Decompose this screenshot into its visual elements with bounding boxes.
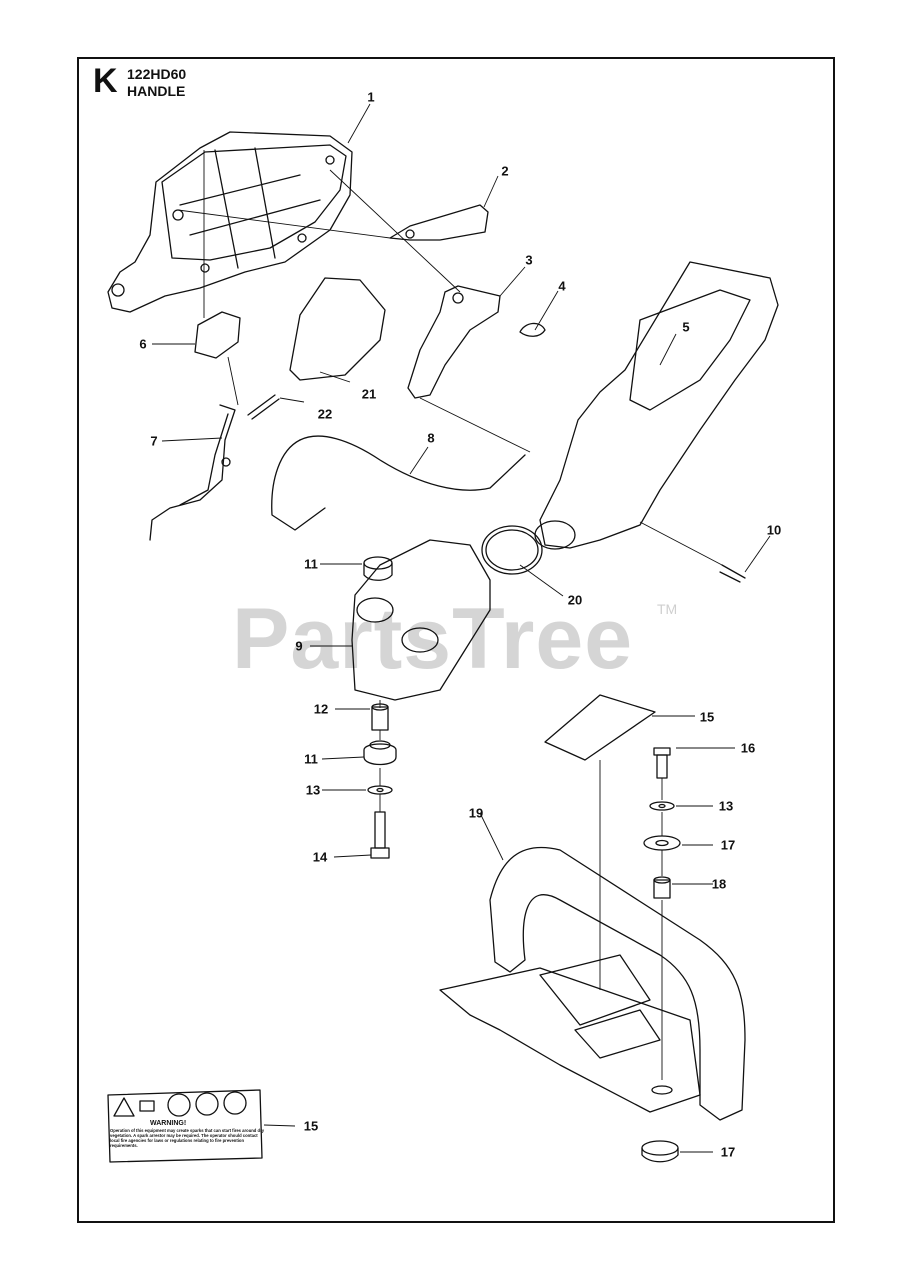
part-4-spring <box>519 322 546 337</box>
part-3-trigger <box>407 285 501 399</box>
callout-7[interactable]: 7 <box>150 433 158 449</box>
part-5-rear-handle <box>534 261 779 550</box>
callout-20[interactable]: 20 <box>567 592 583 608</box>
part-6-switch <box>194 311 241 359</box>
callout-5[interactable]: 5 <box>682 319 690 335</box>
callout-19[interactable]: 19 <box>468 805 484 821</box>
assembly-title: HANDLE <box>127 83 186 99</box>
callout-22[interactable]: 22 <box>317 406 333 422</box>
part-13-washer-right <box>649 801 675 811</box>
part-17-bushing-lower <box>641 1140 679 1163</box>
callout-3[interactable]: 3 <box>525 252 533 268</box>
callout-13-right[interactable]: 13 <box>718 798 734 814</box>
callout-12[interactable]: 12 <box>313 701 329 717</box>
part-10-screw <box>719 564 746 583</box>
part-14-bolt <box>370 811 390 859</box>
callout-17-upper[interactable]: 17 <box>720 837 736 853</box>
part-1-handle-housing <box>107 131 353 313</box>
callout-8[interactable]: 8 <box>427 430 435 446</box>
part-7-wire-harness <box>149 404 236 541</box>
callout-17-lower[interactable]: 17 <box>720 1144 736 1160</box>
watermark-trademark: TM <box>657 601 678 617</box>
callout-16[interactable]: 16 <box>740 740 756 756</box>
callout-11-upper[interactable]: 11 <box>304 556 318 572</box>
callout-10[interactable]: 10 <box>766 522 782 538</box>
part-15-warning-decal <box>107 1089 263 1163</box>
decal-warning-title: WARNING! <box>150 1120 187 1127</box>
part-11-bushing-lower <box>363 740 397 766</box>
callout-1[interactable]: 1 <box>367 89 375 105</box>
callout-4[interactable]: 4 <box>558 278 566 294</box>
section-letter: K <box>93 62 118 100</box>
callout-13-left[interactable]: 13 <box>305 782 321 798</box>
watermark-text: PartsTree <box>232 591 634 687</box>
callout-18[interactable]: 18 <box>711 876 727 892</box>
part-8-throttle-cable <box>271 435 526 531</box>
callout-9[interactable]: 9 <box>295 638 303 654</box>
diagram-frame <box>77 57 835 1223</box>
part-13-washer-left <box>367 785 393 795</box>
part-22-spring <box>247 394 280 420</box>
part-21-cover <box>289 277 386 381</box>
part-17-bushing-upper <box>643 835 681 851</box>
callout-2[interactable]: 2 <box>501 163 509 179</box>
part-18-spacer <box>653 876 671 899</box>
part-9-mount <box>351 539 491 701</box>
part-19-front-handle <box>439 846 746 1121</box>
model-title: 122HD60 <box>127 66 187 82</box>
decal-warning-body: Operation of this equipment may create s… <box>110 1128 265 1148</box>
part-11-bushing-upper <box>363 556 393 581</box>
callout-21[interactable]: 21 <box>361 386 377 402</box>
part-15-decal-upper <box>544 694 656 761</box>
callout-15-lower[interactable]: 15 <box>303 1118 319 1134</box>
callout-15-upper[interactable]: 15 <box>699 709 715 725</box>
callout-14[interactable]: 14 <box>312 849 328 865</box>
leader-lines <box>152 103 771 1153</box>
callout-11-lower[interactable]: 11 <box>304 751 318 767</box>
callout-6[interactable]: 6 <box>139 336 147 352</box>
part-20-o-ring <box>481 525 543 575</box>
part-16-screw <box>653 747 671 779</box>
part-2-lever <box>389 204 489 241</box>
